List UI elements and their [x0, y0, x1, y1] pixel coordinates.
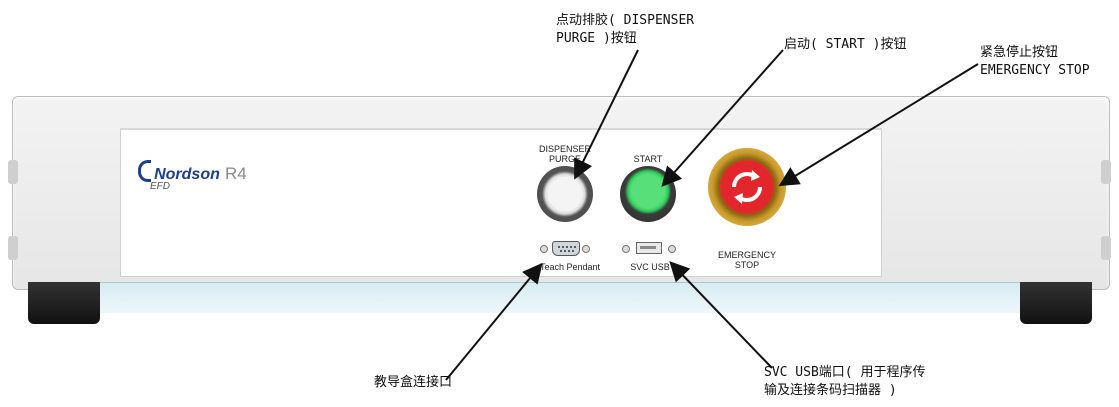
arrow-purge — [574, 49, 639, 180]
side-tab-left-top — [8, 160, 18, 184]
foot-left — [28, 282, 100, 324]
svc-usb-port[interactable] — [636, 242, 662, 254]
callout-purge: 点动排胶( DISPENSER PURGE )按钮 — [556, 13, 695, 46]
foot-right — [1020, 282, 1092, 324]
brand-swoosh-icon — [138, 160, 151, 182]
brand-sub: EFD — [150, 181, 170, 192]
emergency-stop-button[interactable] — [708, 148, 786, 226]
side-tab-right-top — [1101, 160, 1111, 184]
db9-pins-icon — [558, 246, 576, 252]
callout-usb: SVC USB端口( 用于程序传 输及连接条码扫描器 ) — [764, 365, 926, 398]
usb-slot — [640, 246, 656, 249]
side-tab-left-bottom — [8, 236, 18, 260]
purge-label: DISPENSER PURGE — [538, 144, 591, 164]
side-tab-right-bottom — [1101, 236, 1111, 260]
brand-name: Nordson — [154, 166, 220, 183]
arrow-usb — [669, 261, 773, 369]
usb-led-right — [668, 245, 676, 253]
pendant-label: Teach Pendant — [539, 262, 601, 272]
pendant-screw-left — [540, 245, 548, 253]
teach-pendant-port[interactable] — [552, 241, 580, 256]
model-name: R4 — [224, 164, 247, 183]
pendant-screw-right — [582, 245, 590, 253]
arrow-pendant — [445, 262, 543, 381]
arrow-start — [661, 49, 784, 187]
usb-led-left — [622, 245, 630, 253]
rotate-arrows-icon — [731, 170, 763, 204]
brand-logo: Nordson R4 — [138, 160, 247, 184]
usb-label: SVC USB — [630, 262, 670, 272]
callout-estop: 紧急停止按钮 EMERGENCY STOP — [980, 45, 1090, 78]
arrow-estop — [778, 63, 979, 187]
estop-label: EMERGENCY STOP — [717, 250, 776, 270]
start-label: START — [633, 154, 663, 164]
callout-start: 启动( START )按钮 — [784, 37, 907, 52]
callout-pendant: 教导盒连接口 — [374, 375, 453, 390]
base-strip — [28, 282, 1092, 313]
